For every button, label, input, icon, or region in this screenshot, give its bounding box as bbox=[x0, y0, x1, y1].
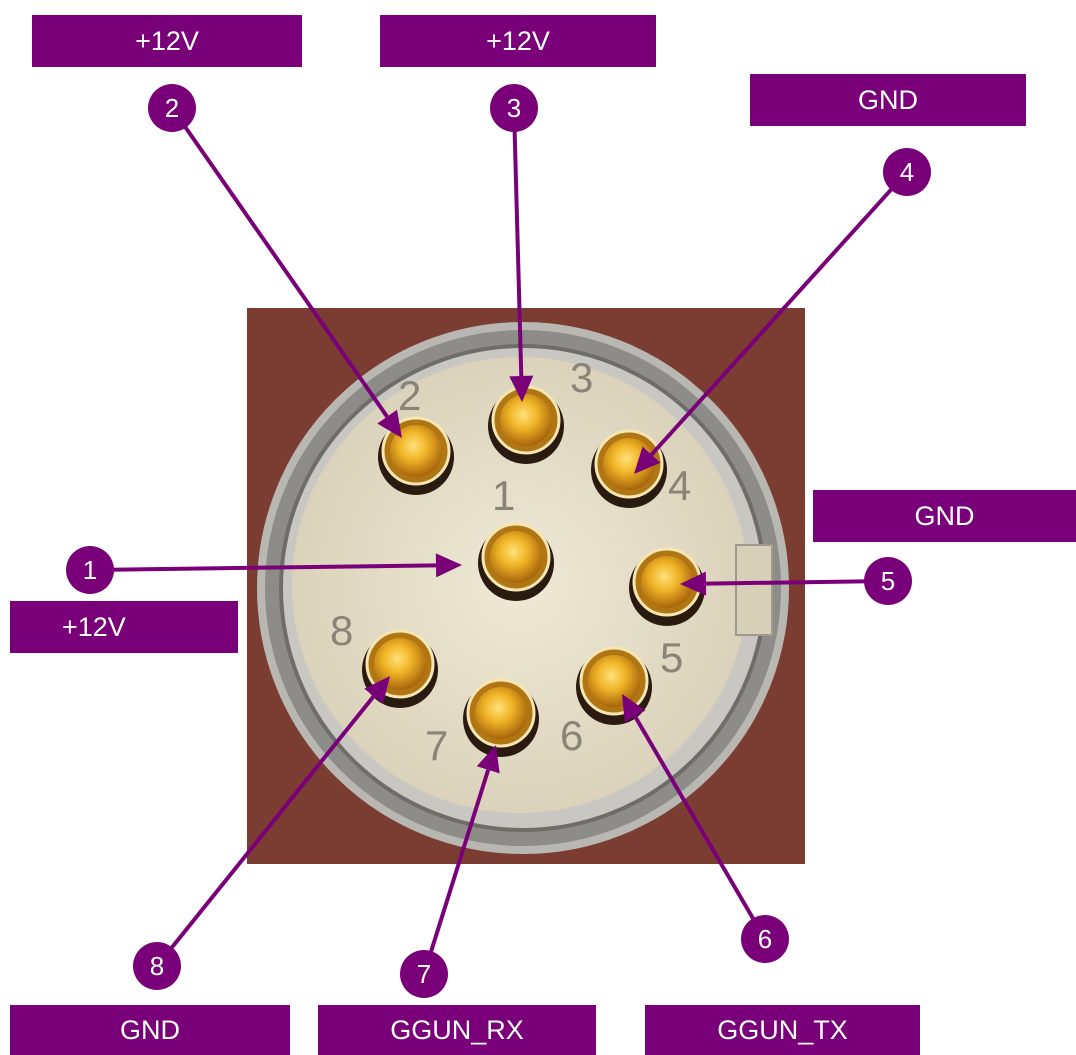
leader-line-pin-8 bbox=[155, 676, 390, 968]
label-text: GND bbox=[914, 500, 975, 531]
label-pin-1: +12V bbox=[10, 601, 238, 653]
face-number-1: 1 bbox=[492, 472, 515, 519]
label-pin-7: GGUN_RX bbox=[318, 1005, 596, 1055]
pin-callout-5: 5 bbox=[864, 557, 912, 605]
leader-line-pin-2 bbox=[170, 106, 402, 438]
callout-number: 3 bbox=[506, 92, 522, 123]
label-pin-4: GND bbox=[750, 74, 1026, 126]
pin-callout-4: 4 bbox=[883, 148, 931, 196]
label-text: +12V bbox=[486, 25, 550, 56]
face-number-7: 7 bbox=[425, 722, 448, 769]
face-number-5: 5 bbox=[660, 634, 683, 681]
callout-number: 1 bbox=[82, 554, 98, 585]
pin-callout-2: 2 bbox=[148, 84, 196, 132]
callout-number: 4 bbox=[899, 156, 915, 187]
pin-callout-7: 7 bbox=[400, 950, 448, 998]
face-number-3: 3 bbox=[570, 354, 593, 401]
leader-line-pin-1 bbox=[89, 553, 462, 578]
label-pin-6: GGUN_TX bbox=[645, 1005, 920, 1055]
pin-callout-8: 8 bbox=[133, 942, 181, 990]
pin-4 bbox=[591, 429, 667, 508]
callout-number: 8 bbox=[149, 950, 165, 981]
face-number-6: 6 bbox=[560, 712, 583, 759]
pin-3 bbox=[488, 385, 564, 464]
face-number-2: 2 bbox=[398, 372, 421, 419]
label-pin-3: +12V bbox=[380, 15, 656, 67]
callout-number: 5 bbox=[880, 565, 896, 596]
face-number-4: 4 bbox=[668, 462, 691, 509]
pin-1 bbox=[478, 522, 554, 601]
label-text: GND bbox=[858, 84, 918, 115]
face-number-8: 8 bbox=[330, 607, 353, 654]
leader-line-pin-6 bbox=[622, 694, 767, 941]
label-pin-2: +12V bbox=[32, 15, 302, 67]
face-numbers: 1 2 3 4 5 6 7 8 bbox=[330, 354, 691, 769]
leader-line-pin-7 bbox=[422, 745, 500, 975]
callout-number: 6 bbox=[757, 923, 773, 954]
callout-number: 7 bbox=[416, 958, 432, 989]
pin-7 bbox=[463, 678, 539, 757]
pin-holes bbox=[362, 385, 705, 757]
label-text: +12V bbox=[135, 25, 199, 56]
label-pin-5: GND bbox=[813, 490, 1076, 542]
pin-6 bbox=[576, 646, 652, 725]
callout-number: 2 bbox=[164, 92, 180, 123]
pin-callout-1: 1 bbox=[66, 546, 114, 594]
pin-callout-3: 3 bbox=[490, 84, 538, 132]
pin-callout-6: 6 bbox=[741, 915, 789, 963]
label-text: GND bbox=[120, 1014, 180, 1045]
label-text: GGUN_TX bbox=[717, 1014, 848, 1045]
label-text: GGUN_RX bbox=[390, 1014, 524, 1045]
pin-5 bbox=[629, 547, 705, 626]
connector-key-notch bbox=[735, 544, 773, 636]
leader-line-pin-4 bbox=[634, 170, 909, 474]
leader-line-pin-5 bbox=[680, 571, 889, 596]
label-pin-8: GND bbox=[10, 1005, 290, 1055]
leader-line-pin-3 bbox=[509, 107, 534, 402]
label-text: +12V bbox=[62, 611, 126, 642]
